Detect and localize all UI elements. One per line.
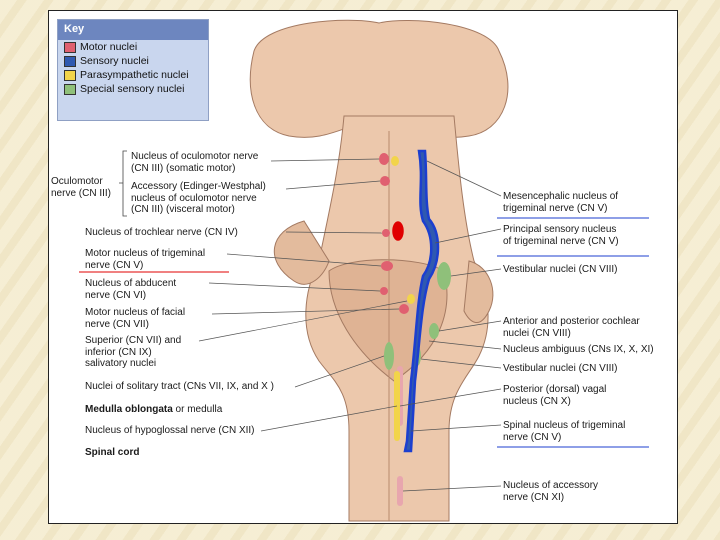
label-vestibular-1: Vestibular nuclei (CN VIII) (503, 264, 618, 275)
accessory-nucleus-mark (380, 176, 390, 186)
label-oculomotor-somatic: Nucleus of oculomotor nerve(CN III) (som… (131, 151, 259, 174)
label-accessory-edinger: Accessory (Edinger-Westphal)nucleus of o… (131, 181, 266, 215)
label-medulla: Medulla oblongata or medulla (85, 404, 223, 415)
label-hypoglossal: Nucleus of hypoglossal nerve (CN XII) (85, 425, 255, 436)
white-cover-box (79, 466, 247, 523)
label-solitary: Nuclei of solitary tract (CNs VII, IX, a… (85, 381, 274, 392)
solitary-mark (384, 342, 394, 370)
trochlear-nucleus-mark (382, 229, 390, 237)
legend-label-sensory: Sensory nuclei (80, 55, 149, 67)
peduncle-right (463, 260, 494, 323)
motor-trigeminal-mark (381, 261, 393, 271)
edinger-westphal-mark (391, 156, 399, 166)
swatch-sensory (64, 55, 76, 67)
label-spinal-cord: Spinal cord (85, 447, 140, 458)
legend-key: Key Motor nuclei Sensory nuclei Parasymp… (57, 19, 209, 121)
legend-item-special: Special sensory nuclei (58, 82, 208, 96)
oculomotor-brace (119, 150, 127, 217)
label-vestibular-2: Vestibular nuclei (CN VIII) (503, 363, 618, 374)
legend-title: Key (58, 20, 208, 40)
swatch-motor (64, 41, 76, 53)
upper-lobes (249, 19, 509, 138)
peduncle-left (273, 220, 330, 285)
vestibular-mark-1 (437, 262, 451, 290)
legend-item-sensory: Sensory nuclei (58, 54, 208, 68)
oculomotor-nucleus-mark (379, 153, 389, 165)
label-ambiguus: Nucleus ambiguus (CNs IX, X, XI) (503, 344, 654, 355)
legend-label-parasympathetic: Parasympathetic nuclei (80, 69, 189, 81)
legend-label-motor: Motor nuclei (80, 41, 138, 53)
right-leader-lines (399, 160, 502, 492)
accessory-xi-mark (397, 476, 403, 506)
label-trochlear: Nucleus of trochlear nerve (CN IV) (85, 227, 238, 238)
swatch-special (64, 83, 76, 95)
legend-label-special: Special sensory nuclei (80, 83, 185, 95)
brainstem-illustration (79, 19, 649, 522)
cochlear-mark (429, 323, 439, 339)
trigeminal-sensory-column (403, 149, 440, 453)
salivatory-mark (407, 294, 415, 304)
legend-item-motor: Motor nuclei (58, 40, 208, 54)
legend-item-parasympathetic: Parasympathetic nuclei (58, 68, 208, 82)
facial-nucleus-mark (399, 304, 409, 314)
figure-frame: Key Motor nuclei Sensory nuclei Parasymp… (48, 10, 678, 524)
red-annotation-oval (392, 221, 404, 241)
left-leader-lines (198, 158, 408, 432)
abducent-nucleus-mark (380, 287, 388, 295)
swatch-parasympathetic (64, 69, 76, 81)
